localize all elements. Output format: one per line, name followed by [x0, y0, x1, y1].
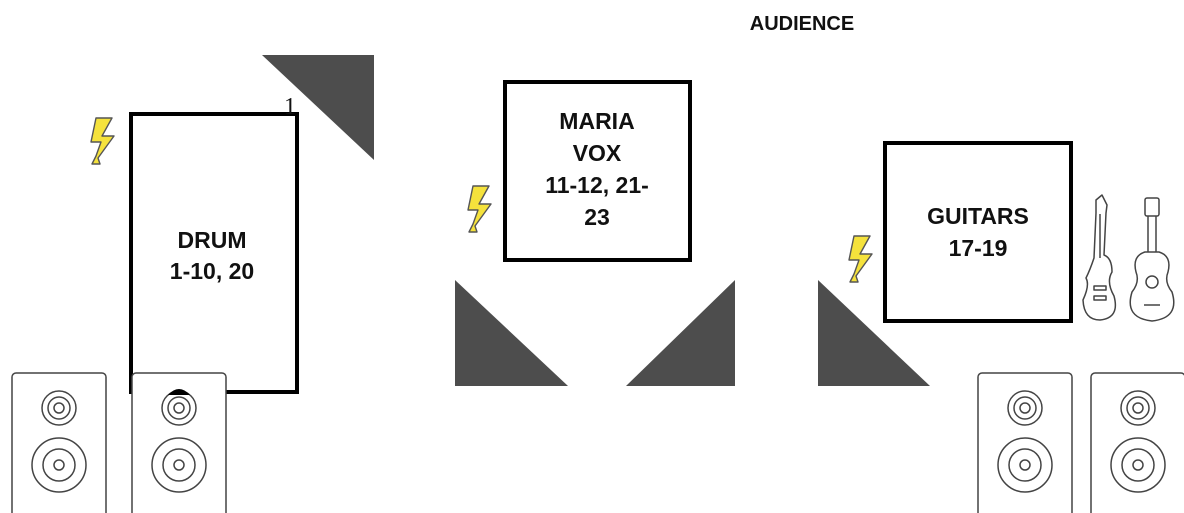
guitars-position: [883, 141, 1073, 323]
drum-channels: 1-10, 20: [170, 258, 254, 284]
vox-position: [503, 80, 692, 262]
vox-name: MARIA: [559, 108, 634, 134]
guitars-label: GUITARS: [927, 203, 1029, 229]
acoustic-guitar-icon: [1129, 197, 1175, 322]
power-icon: [848, 235, 873, 283]
monitor-wedge-icon: [455, 280, 568, 386]
monitor-wedge-icon: [262, 55, 374, 160]
guitars-zone: GUITARS 17-19: [883, 141, 1073, 323]
monitor-number: 1: [284, 94, 296, 120]
riser-edge-mark: [168, 389, 190, 395]
power-icon: [90, 117, 115, 165]
vox-channels-1: 11-12, 21-: [545, 172, 649, 198]
speaker-icon: [977, 372, 1073, 513]
vox-channels-2: 23: [584, 204, 610, 230]
drum-zone: DRUM 1-10, 20: [129, 112, 299, 394]
power-icon: [467, 185, 492, 233]
speaker-icon: [11, 372, 107, 513]
drum-riser: [129, 112, 299, 394]
vox-zone: MARIA VOX 11-12, 21- 23: [503, 80, 692, 262]
monitor-wedge-icon: [626, 280, 735, 386]
vox-label: VOX: [573, 140, 622, 166]
electric-guitar-icon: [1082, 194, 1117, 321]
monitor-wedge-icon: [818, 280, 930, 386]
drum-label: DRUM: [178, 227, 247, 253]
guitars-channels: 17-19: [949, 235, 1008, 261]
audience-label: AUDIENCE: [750, 13, 854, 35]
speaker-icon: [1090, 372, 1184, 513]
